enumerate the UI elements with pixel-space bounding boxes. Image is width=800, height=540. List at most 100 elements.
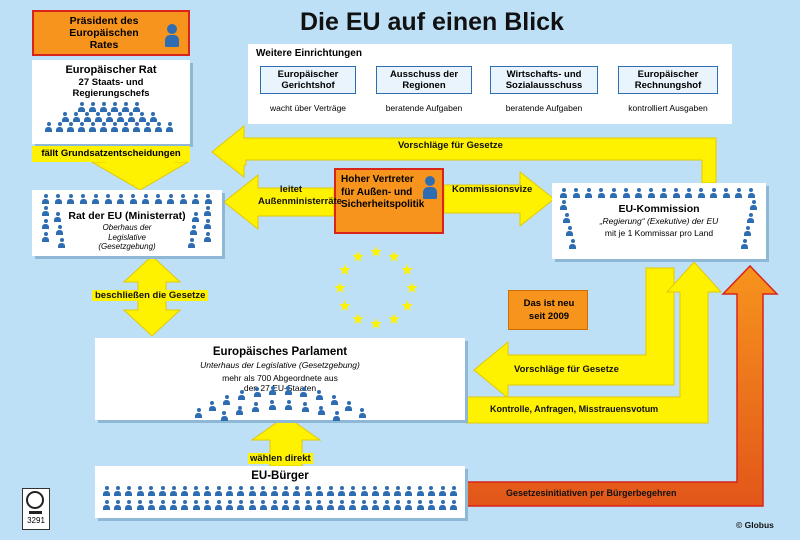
person-icon (569, 239, 576, 249)
star-icon (388, 250, 400, 262)
person-icon (103, 486, 110, 496)
person-icon (190, 225, 197, 235)
globus-badge: 3291 (22, 488, 50, 530)
person-icon (597, 188, 605, 198)
person-icon (142, 194, 149, 204)
person-icon (284, 385, 292, 396)
kommission-subtitle: „Regierung“ (Exekutive) der EU (599, 216, 719, 226)
person-icon (103, 500, 110, 510)
person-icon (394, 500, 402, 510)
star-icon (352, 313, 364, 324)
globus-logo-bar (29, 511, 42, 514)
weitere-item-rechnungshof: Europäischer Rechnungshof kontrolliert A… (610, 66, 726, 113)
star-icon (334, 282, 346, 293)
person-icon (293, 486, 301, 496)
person-icon (125, 486, 133, 496)
hoher-vertreter-box: Hoher Vertreter für Außen- und Sicherhei… (334, 168, 444, 234)
person-icon (42, 194, 49, 204)
neu-text: Das ist neu seit 2009 (523, 298, 575, 322)
person-icon (67, 194, 74, 204)
person-icon (125, 500, 133, 510)
weitere-item-name: Wirtschafts- und Sozialausschuss (490, 66, 598, 94)
person-icon (647, 188, 655, 198)
person-icon (166, 122, 173, 132)
person-icon (83, 112, 91, 122)
vorschlaege-mid-label: Vorschläge für Gesetze (514, 364, 619, 375)
person-icon (54, 212, 61, 222)
star-icon (401, 264, 413, 275)
person-icon (100, 102, 107, 112)
kommission-detail: mit je 1 Kommissar pro Land (604, 228, 714, 238)
person-icon (248, 486, 256, 496)
weitere-item-desc: kontrolliert Ausgaben (628, 103, 708, 113)
person-icon (560, 188, 567, 198)
eu-kommission-box: EU-Kommission „Regierung“ (Exekutive) de… (552, 183, 766, 259)
person-icon (237, 486, 245, 496)
person-icon (285, 399, 293, 410)
arrow-kontrolle (465, 261, 723, 424)
person-icon (349, 486, 357, 496)
person-icon (345, 401, 353, 411)
person-icon (333, 411, 341, 422)
person-icon (45, 122, 52, 132)
europaeischer-rat-subtitle: 27 Staats- und Regierungschefs (72, 77, 150, 99)
person-icon (192, 500, 200, 510)
hoher-right-label: Kommissionsvize (452, 184, 533, 195)
person-icon (147, 486, 155, 496)
person-icon (327, 486, 334, 496)
person-icon (136, 486, 144, 496)
arrow-vorschlaege-mid (473, 267, 675, 400)
person-icon (327, 500, 334, 510)
person-icon (315, 486, 323, 496)
person-icon (116, 112, 124, 122)
person-icon (78, 102, 85, 112)
person-icon (79, 194, 87, 204)
europaeischer-rat-action: fällt Grundsatzentscheidungen (41, 148, 181, 159)
weitere-item-regionen: Ausschuss der Regionen beratende Aufgabe… (368, 66, 480, 113)
person-icon (349, 500, 357, 510)
person-icon (610, 188, 617, 198)
person-icon (188, 238, 195, 248)
person-icon (282, 500, 290, 510)
person-icon (248, 500, 256, 510)
person-icon (450, 486, 458, 496)
person-icon (89, 102, 96, 112)
page-title: Die EU auf einen Blick (300, 8, 564, 36)
person-icon (149, 112, 157, 122)
person-icon (220, 411, 228, 422)
person-icon (722, 188, 730, 198)
person-icon (226, 486, 234, 496)
person-icon (122, 122, 129, 132)
weitere-item-desc: beratende Aufgaben (505, 103, 583, 113)
person-icon (204, 232, 211, 242)
star-icon (339, 264, 351, 275)
weitere-item-gerichtshof: Europäischer Gerichtshof wacht über Vert… (252, 66, 364, 113)
waehlen-label: wählen direkt (248, 453, 313, 464)
weitere-heading: Weitere Einrichtungen (256, 48, 362, 59)
person-icon (89, 122, 96, 132)
hoher-person-icon (423, 176, 437, 200)
person-icon (560, 200, 567, 210)
star-icon (401, 300, 413, 311)
beschliessen-label: beschließen die Gesetze (92, 290, 209, 301)
person-icon (78, 122, 85, 132)
parlament-title: Europäisches Parlament (212, 346, 348, 358)
weitere-einrichtungen-panel: Weitere Einrichtungen Europäischer Geric… (248, 44, 732, 124)
parlament-detail: mehr als 700 Abgeordnete aus den 27 EU-S… (222, 373, 338, 393)
person-icon (94, 112, 102, 122)
buerger-title: EU-Bürger (251, 470, 309, 482)
praesident-person-icon (165, 24, 179, 48)
person-icon (129, 194, 137, 204)
person-icon (685, 188, 692, 198)
neu-badge: Das ist neu seit 2009 (508, 290, 588, 330)
globus-logo-icon (26, 491, 44, 509)
person-icon (304, 500, 312, 510)
person-icon (56, 122, 63, 132)
person-icon (114, 486, 122, 496)
person-icon (360, 500, 368, 510)
person-icon (253, 387, 261, 397)
person-icon (117, 194, 124, 204)
parlament-subtitle: Unterhaus der Legislative (Gesetzgebung) (200, 360, 360, 370)
